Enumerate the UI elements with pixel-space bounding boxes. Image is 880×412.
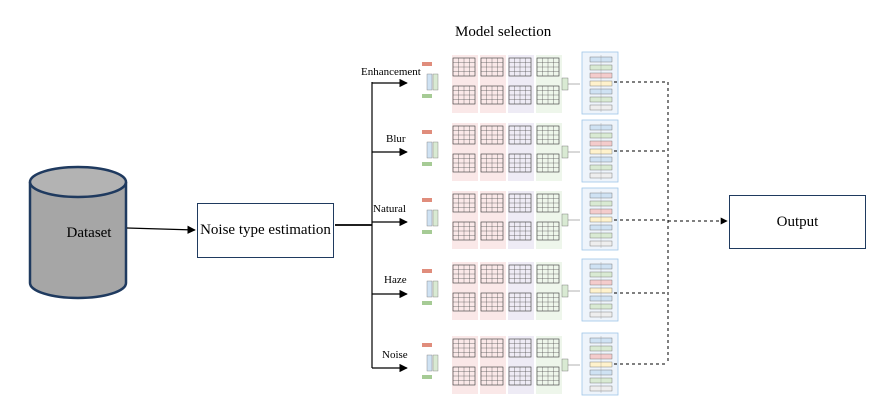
- model-tint: [508, 336, 534, 394]
- model-tint: [480, 336, 506, 394]
- branch-label-blur: Blur: [386, 133, 406, 145]
- model-tag-green: [422, 301, 432, 305]
- model-input-block: [432, 280, 439, 298]
- model-input-block: [426, 209, 433, 227]
- dataset-cylinder: [28, 165, 128, 300]
- branch-label-natural: Natural: [373, 203, 406, 215]
- diagram-title: Model selection: [455, 24, 552, 40]
- model-input-block: [426, 73, 433, 91]
- branches-group: [372, 78, 408, 373]
- model-merge-block: [561, 358, 569, 372]
- model-tint: [452, 123, 478, 181]
- model-tint: [480, 262, 506, 320]
- model-tint: [452, 262, 478, 320]
- model-merge-block: [561, 77, 569, 91]
- model-merge-block: [561, 284, 569, 298]
- model-tint: [452, 191, 478, 249]
- model-tint: [536, 262, 562, 320]
- model-thumbnail-haze: [420, 257, 620, 323]
- branch-label-enhancement: Enhancement: [361, 66, 421, 78]
- model-input-block: [426, 141, 433, 159]
- model-tint: [480, 191, 506, 249]
- model-tint: [536, 336, 562, 394]
- model-tag-red: [422, 343, 432, 347]
- model-tag-green: [422, 162, 432, 166]
- noise-type-estimation-label: Noise type estimation: [200, 222, 331, 239]
- model-thumbnail-natural: [420, 186, 620, 252]
- model-input-block: [432, 73, 439, 91]
- model-tag-red: [422, 130, 432, 134]
- noise-type-estimation-box: Noise type estimation: [197, 203, 334, 258]
- model-input-block: [432, 354, 439, 372]
- model-merge-block: [561, 213, 569, 227]
- models-group: [420, 50, 620, 397]
- model-tag-red: [422, 62, 432, 66]
- model-tag-green: [422, 230, 432, 234]
- model-tint: [480, 55, 506, 113]
- model-tag-green: [422, 94, 432, 98]
- dataset-arrow: [126, 225, 196, 234]
- model-tint: [508, 55, 534, 113]
- model-thumbnail-blur: [420, 118, 620, 184]
- model-merge-block: [561, 145, 569, 159]
- model-tint: [508, 262, 534, 320]
- model-tint: [480, 123, 506, 181]
- model-thumbnail-noise: [420, 331, 620, 397]
- model-tint: [508, 123, 534, 181]
- model-tag-red: [422, 198, 432, 202]
- model-tint: [452, 55, 478, 113]
- model-input-block: [432, 209, 439, 227]
- output-box: Output: [729, 195, 866, 249]
- model-tag-green: [422, 375, 432, 379]
- model-thumbnail-enhancement: [420, 50, 620, 116]
- branch-label-noise: Noise: [382, 349, 408, 361]
- model-tag-red: [422, 269, 432, 273]
- model-input-block: [432, 141, 439, 159]
- model-input-block: [426, 354, 433, 372]
- model-tint: [452, 336, 478, 394]
- branch-label-haze: Haze: [384, 274, 407, 286]
- model-tint: [536, 123, 562, 181]
- output-label: Output: [776, 213, 819, 230]
- dashed-outputs-group: [614, 81, 728, 365]
- model-tint: [536, 55, 562, 113]
- dataset-label: Dataset: [66, 225, 112, 241]
- model-tint: [508, 191, 534, 249]
- model-tint: [536, 191, 562, 249]
- model-input-block: [426, 280, 433, 298]
